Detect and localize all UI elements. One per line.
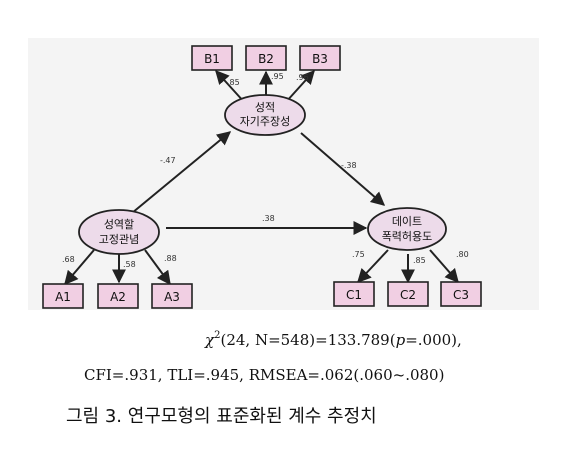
indicator-label-c2: C2 (400, 288, 416, 302)
indicator-box-b3 (299, 45, 341, 71)
path-value-assertive-dating: -.38 (341, 161, 357, 170)
path-assertive-to-dating (300, 132, 386, 206)
indicator-box-a1 (42, 283, 84, 309)
loading-value-c2: .85 (413, 256, 426, 265)
latent-stereotype-line2: 고정관념 (99, 233, 139, 246)
diagram-panel (28, 38, 539, 310)
indicator-label-a2: A2 (110, 290, 126, 304)
indicator-label-a1: A1 (55, 290, 71, 304)
indicator-box-c1 (333, 281, 375, 307)
loading-value-b3: .96 (296, 73, 309, 82)
indicator-box-a3 (151, 283, 193, 309)
loading-arrow-b3 (285, 69, 315, 103)
indicator-label-a3: A3 (164, 290, 180, 304)
latent-dating-line2: 폭력허용도 (382, 230, 433, 243)
loading-arrow-a1 (64, 249, 95, 286)
loading-value-c3: .80 (456, 250, 469, 259)
loading-arrow-b1 (215, 69, 246, 104)
indicator-box-a2 (97, 283, 139, 309)
latent-stereotype-line1: 성역할 (104, 218, 134, 231)
indicator-box-c2 (387, 281, 429, 307)
indicator-box-c3 (440, 281, 482, 307)
loading-value-a2: .58 (123, 260, 136, 269)
loading-arrow-a3 (144, 249, 171, 286)
loading-arrow-c3 (429, 249, 459, 284)
loading-value-b2: .95 (271, 72, 284, 81)
indicator-label-b1: B1 (204, 52, 220, 66)
chi-args: (24, N=548)=133.789( (220, 331, 396, 349)
latent-assertive-line1: 성적 (255, 101, 275, 114)
indicator-box-b1 (191, 45, 233, 71)
latent-assertive (224, 94, 306, 136)
p-symbol: p (395, 331, 406, 349)
latent-assertive-line2: 자기주장성 (240, 115, 291, 128)
figure-caption: 그림 3. 연구모형의 표준화된 계수 추정치 (66, 406, 377, 427)
path-value-stereotype-assertive: -.47 (160, 156, 176, 165)
chi-symbol: χ (205, 331, 215, 349)
indicator-label-c1: C1 (346, 288, 362, 302)
latent-dating (367, 207, 447, 251)
path-value-stereotype-dating: .38 (262, 214, 275, 223)
indicator-label-b2: B2 (258, 52, 274, 66)
path-stereotype-to-assertive (131, 131, 232, 214)
indicator-box-b2 (245, 45, 287, 71)
fit-indices: CFI=.931, TLI=.945, RMSEA=.062(.060~.080… (84, 366, 445, 384)
indicator-label-b3: B3 (312, 52, 328, 66)
loading-value-b1: .85 (227, 78, 240, 87)
p-value: =.000), (405, 331, 462, 349)
loading-value-a1: .68 (62, 255, 75, 264)
latent-dating-line1: 데이트 (392, 215, 422, 228)
latent-stereotype (78, 209, 160, 255)
chi-superscript: 2 (214, 330, 221, 341)
chi-square-stat: χ2(24, N=548)=133.789(p=.000), (205, 330, 462, 349)
loading-arrow-c1 (357, 249, 389, 284)
loading-value-a3: .88 (164, 254, 177, 263)
indicator-label-c3: C3 (453, 288, 469, 302)
loading-value-c1: .75 (352, 250, 365, 259)
